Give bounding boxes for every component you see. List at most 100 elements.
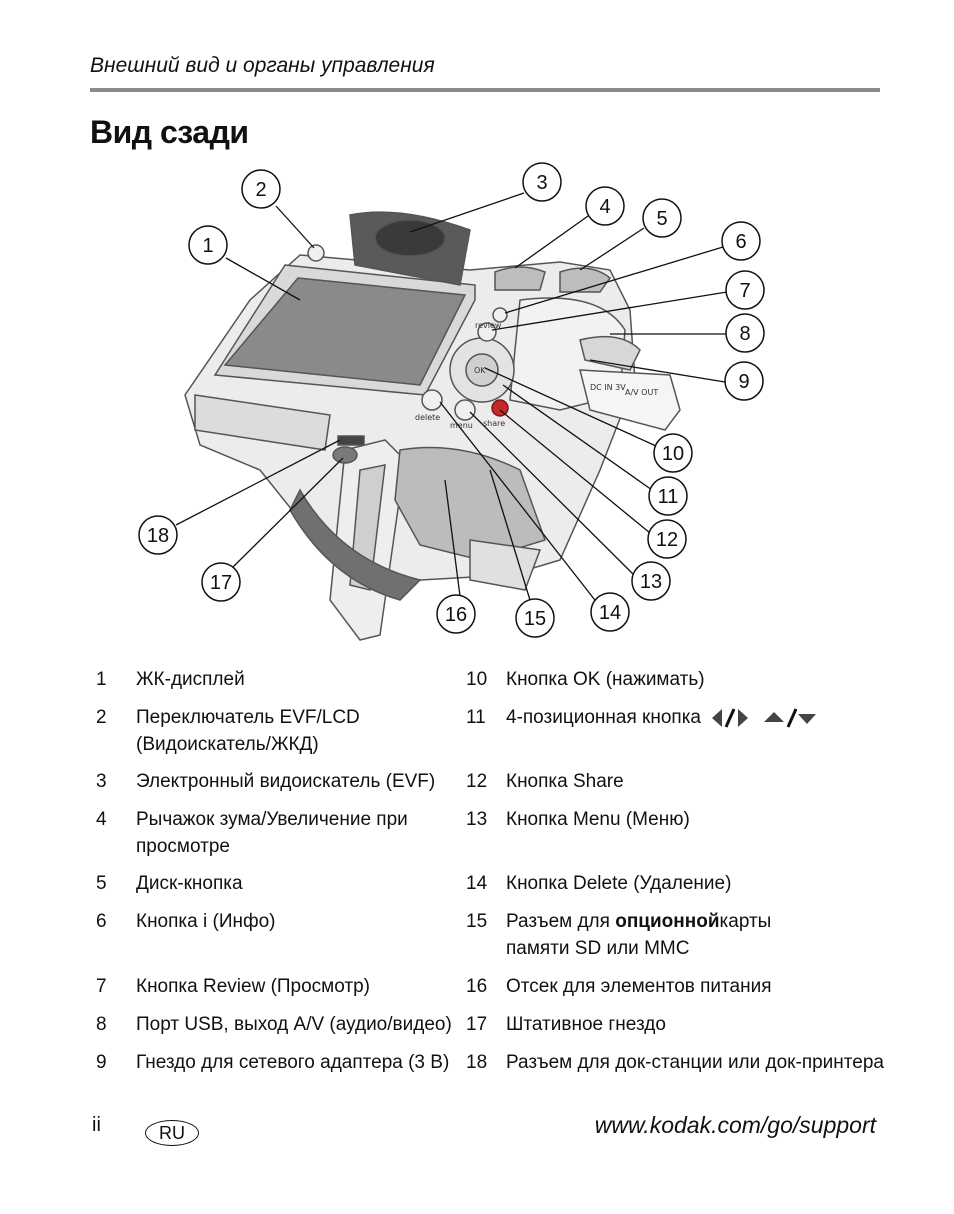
callout-9 bbox=[724, 361, 764, 401]
callout-4-number: 4 bbox=[599, 196, 610, 218]
legend-text-rich: Разъем для опционнойкарты памяти SD или … bbox=[506, 908, 836, 962]
legend-number: 15 bbox=[466, 911, 488, 932]
legend-text: Диск-кнопка bbox=[136, 873, 243, 894]
legend-number: 14 bbox=[466, 873, 488, 894]
legend-text: Кнопка OK (нажимать) bbox=[506, 669, 705, 690]
legend-number: 16 bbox=[466, 976, 488, 997]
callout-3 bbox=[522, 162, 562, 202]
legend-number: 17 bbox=[466, 1014, 488, 1035]
callout-18 bbox=[138, 515, 178, 555]
callout-10 bbox=[653, 433, 693, 473]
legend-number: 11 bbox=[466, 707, 486, 728]
callout-2-number: 2 bbox=[255, 179, 266, 201]
callout-14 bbox=[590, 592, 630, 632]
legend-number: 5 bbox=[96, 873, 107, 894]
callout-4 bbox=[585, 186, 625, 226]
camera-label-ok: OK bbox=[474, 366, 486, 375]
legend-item: 16 Отсек для элементов питания bbox=[466, 973, 886, 1003]
header-rule bbox=[90, 88, 880, 92]
callout-18-number: 18 bbox=[147, 525, 169, 547]
legend-number: 13 bbox=[466, 809, 488, 830]
callout-16 bbox=[436, 594, 476, 634]
callout-17-number: 17 bbox=[210, 572, 232, 594]
legend-item: 12 Кнопка Share bbox=[466, 768, 886, 798]
legend-item: 13 Кнопка Menu (Меню) bbox=[466, 806, 886, 836]
callout-13-number: 13 bbox=[640, 571, 662, 593]
camera-rear-diagram: delete menu share review OK A/V OUT DC I… bbox=[138, 162, 765, 641]
legend-number: 10 bbox=[466, 669, 488, 690]
callout-7 bbox=[725, 270, 765, 310]
legend-text: Разъем для док-станции или док-принтера bbox=[506, 1052, 884, 1073]
callout-6 bbox=[721, 221, 761, 261]
legend-text: ЖК-дисплей bbox=[136, 669, 245, 690]
camera-text-labels: delete menu share review OK A/V OUT DC I… bbox=[415, 321, 658, 430]
legend-item: 4 Рычажок зума/Увеличение при просмотре bbox=[96, 806, 456, 862]
callout-10-number: 10 bbox=[662, 443, 684, 465]
callout-15 bbox=[515, 598, 555, 638]
legend-item: 9 Гнездо для сетевого адаптера (3 В) bbox=[96, 1049, 456, 1079]
legend-text: Кнопка Share bbox=[506, 771, 624, 792]
callout-8 bbox=[725, 313, 765, 353]
legend-number: 6 bbox=[96, 911, 107, 932]
camera-label-av-out: A/V OUT bbox=[625, 388, 658, 397]
legend-item: 6 Кнопка i (Инфо) bbox=[96, 908, 456, 938]
camera-label-dc-in: DC IN 3V bbox=[590, 383, 626, 392]
callout-8-number: 8 bbox=[739, 323, 750, 345]
legend-item: 14 Кнопка Delete (Удаление) bbox=[466, 870, 886, 900]
page-title: Вид сзади bbox=[90, 114, 249, 150]
legend-text: Кнопка Delete (Удаление) bbox=[506, 873, 732, 894]
callout-15-number: 15 bbox=[524, 608, 546, 630]
legend-item: 11 4-позиционная кнопка bbox=[466, 704, 886, 734]
language-badge: RU bbox=[145, 1120, 199, 1146]
callout-13 bbox=[631, 561, 671, 601]
callout-2 bbox=[241, 169, 281, 209]
legend-text: Отсек для элементов питания bbox=[506, 976, 772, 997]
legend-number: 8 bbox=[96, 1014, 107, 1035]
legend-number: 7 bbox=[96, 976, 107, 997]
legend-text: Переключатель EVF/LCD (Видоискатель/ЖКД) bbox=[136, 707, 360, 755]
legend-right: 10 Кнопка OK (нажимать) 11 4-позиционная… bbox=[466, 666, 886, 1086]
legend-item: 18 Разъем для док-станции или док-принте… bbox=[466, 1049, 886, 1079]
legend-text: Кнопка Menu (Меню) bbox=[506, 809, 690, 830]
legend-item: 1 ЖК-дисплей bbox=[96, 666, 456, 696]
legend-item: 5 Диск-кнопка bbox=[96, 870, 456, 900]
callout-12-number: 12 bbox=[656, 529, 678, 551]
callout-7-number: 7 bbox=[739, 280, 750, 302]
callout-14-number: 14 bbox=[599, 602, 621, 624]
callout-9-number: 9 bbox=[738, 371, 749, 393]
running-header: Внешний вид и органы управления bbox=[90, 54, 435, 77]
camera-label-share: share bbox=[483, 419, 505, 428]
callout-17 bbox=[201, 562, 241, 602]
camera-label-review: review bbox=[475, 321, 502, 330]
page-number: ii bbox=[92, 1114, 101, 1136]
four-way-arrows-icon bbox=[712, 708, 817, 728]
legend-text: Штативное гнездо bbox=[506, 1014, 666, 1035]
legend-text: 4-позиционная кнопка bbox=[506, 707, 702, 728]
legend-item: 2 Переключатель EVF/LCD (Видоискатель/ЖК… bbox=[96, 704, 456, 760]
legend-text: Кнопка i (Инфо) bbox=[136, 911, 276, 932]
legend-text-part: Разъем для bbox=[506, 911, 616, 932]
callout-16-number: 16 bbox=[445, 604, 467, 626]
leader-lines bbox=[175, 192, 728, 605]
legend-text: Порт USB, выход A/V (аудио/видео) bbox=[136, 1014, 452, 1035]
legend-left: 1 ЖК-дисплей 2 Переключатель EVF/LCD (Ви… bbox=[96, 666, 456, 1086]
legend-text-part: карты памяти SD или MMC bbox=[506, 911, 772, 959]
legend-item: 15 Разъем для опционнойкарты памяти SD и… bbox=[466, 908, 886, 964]
legend-number: 1 bbox=[96, 669, 107, 690]
legend-item: 3 Электронный видоискатель (EVF) bbox=[96, 768, 456, 798]
legend-text: Кнопка Review (Просмотр) bbox=[136, 976, 370, 997]
legend-number: 4 bbox=[96, 809, 107, 830]
callout-11 bbox=[648, 476, 688, 516]
camera-label-delete: delete bbox=[415, 413, 440, 422]
legend-number: 12 bbox=[466, 771, 488, 792]
callout-5-number: 5 bbox=[656, 208, 667, 230]
legend-text-bold: опционной bbox=[615, 911, 720, 932]
legend-text: Гнездо для сетевого адаптера (3 В) bbox=[136, 1052, 450, 1073]
legend-number: 3 bbox=[96, 771, 107, 792]
support-url[interactable]: www.kodak.com/go/support bbox=[594, 1112, 876, 1138]
legend-text: Электронный видоискатель (EVF) bbox=[136, 771, 436, 792]
legend-number: 9 bbox=[96, 1052, 107, 1073]
callout-3-number: 3 bbox=[536, 172, 547, 194]
legend-number: 18 bbox=[466, 1052, 488, 1073]
legend-item: 7 Кнопка Review (Просмотр) bbox=[96, 973, 456, 1003]
